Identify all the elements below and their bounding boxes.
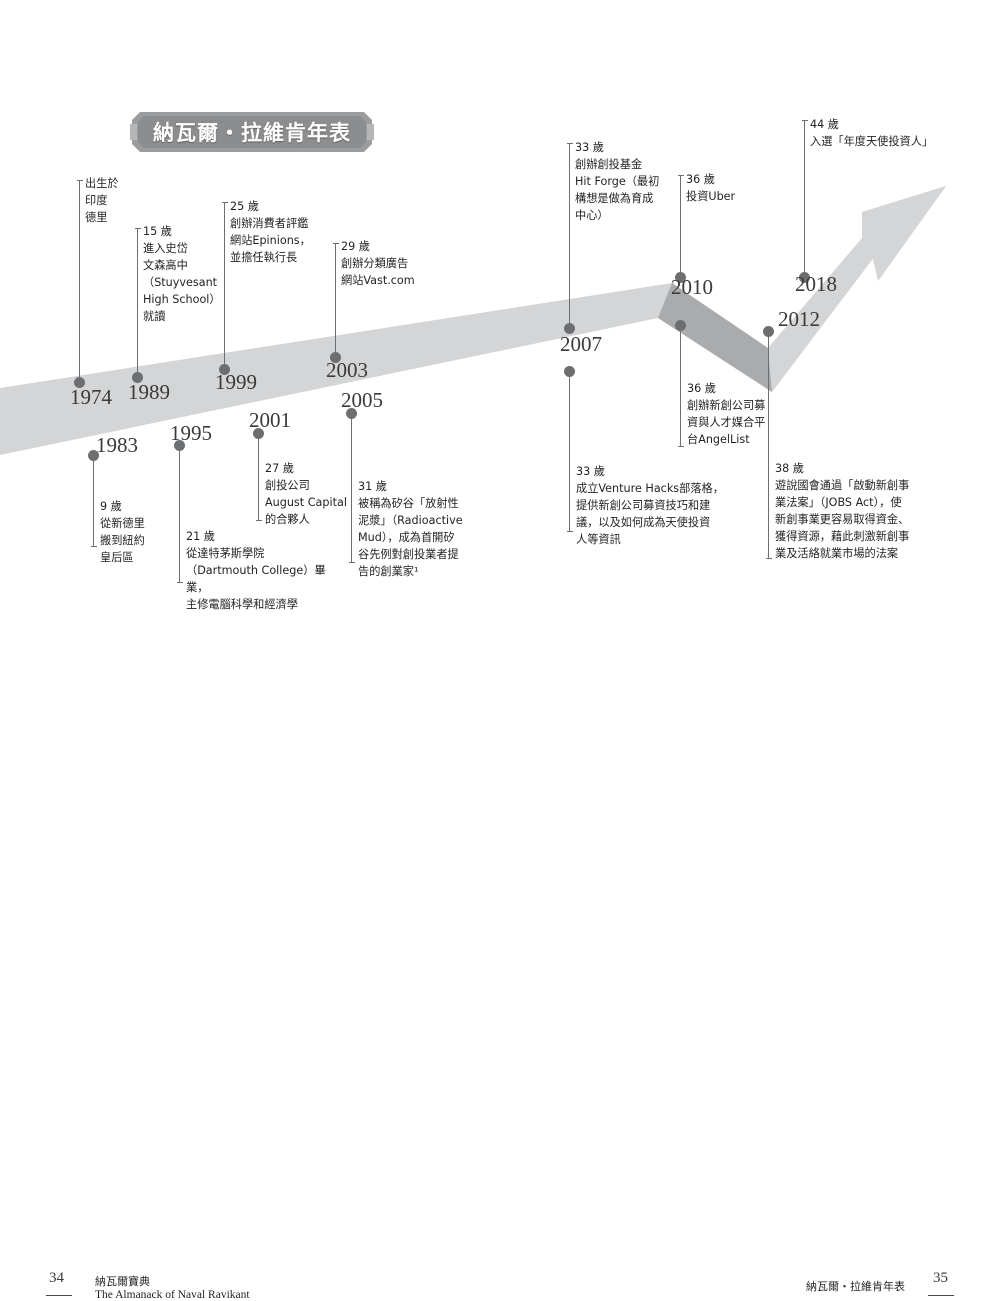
note-body: 創辦消費者評鑑 網站Epinions， 並擔任執行長: [230, 217, 311, 265]
timeline-note-2007-below: 33 歲 成立Venture Hacks部落格， 提供新創公司募資技巧和建 議，…: [576, 463, 736, 548]
note-age: 38 歲: [775, 462, 804, 475]
timeline-note-2010-below: 36 歲 創辦新創公司募 資與人才媒合平 台AngelList: [687, 380, 792, 448]
note-age: 15 歲: [143, 225, 172, 238]
timeline-dot-2001: [253, 428, 264, 439]
timeline-note-2010-above: 36 歲 投資Uber: [686, 171, 776, 205]
note-body: 入選「年度天使投資人」: [810, 135, 934, 149]
timeline-stem-2007-below: [565, 373, 575, 532]
timeline-dot-2003: [330, 352, 341, 363]
timeline-stem-2005: [347, 415, 357, 563]
timeline-stem-1983: [89, 457, 99, 548]
timeline-year-1974: 1974: [70, 385, 112, 409]
timeline-note-1983: 9 歲 從新德里 搬到紐約 皇后區: [100, 498, 190, 566]
timeline-note-2018: 44 歲 入選「年度天使投資人」: [810, 116, 950, 150]
timeline-dot-1989: [132, 372, 143, 383]
timeline-year-2018: 2018: [795, 272, 837, 296]
timeline-note-1989: 15 歲 進入史岱 文森高中 （Stuyvesant High School） …: [143, 223, 233, 325]
footer-right-title: 納瓦爾・拉維肯年表: [806, 1280, 905, 1293]
note-age: 36 歲: [687, 382, 716, 395]
timeline-note-2012: 38 歲 遊說國會通過「啟動新創事 業法案」（JOBS Act），使 新創事業更…: [775, 460, 940, 562]
timeline-stem-2003: [331, 243, 341, 354]
note-age: 33 歲: [575, 141, 604, 154]
timeline-note-2003: 29 歲 創辦分類廣告 網站Vast.com: [341, 238, 451, 289]
timeline-dot-2018: [799, 272, 810, 283]
footer-left-title: 納瓦爾寶典: [95, 1275, 150, 1288]
timeline-note-2005: 31 歲 被稱為矽谷「放射性 泥漿」（Radioactive Mud），成為首開…: [358, 478, 466, 580]
timeline-stem-1999: [220, 202, 230, 366]
note-age: 9 歲: [100, 500, 122, 513]
timeline-stem-2010-above: [676, 175, 686, 274]
note-age: 21 歲: [186, 530, 215, 543]
note-age: 36 歲: [686, 173, 715, 186]
timeline-year-1999: 1999: [215, 370, 257, 394]
timeline-dot-1999: [219, 364, 230, 375]
timeline-stem-2001: [254, 435, 264, 522]
footer-right-page-number: 35: [933, 1270, 948, 1286]
timeline-page: 納瓦爾・拉維肯年表 1974 出生於 印度 德里 1983 9 歲 從新德里 搬…: [0, 110, 1000, 1301]
timeline-year-1989: 1989: [128, 380, 170, 404]
timeline-stem-1989: [133, 228, 143, 373]
timeline-dot-2010-above: [675, 272, 686, 283]
timeline-stem-2012: [764, 333, 774, 559]
timeline-stem-2010-below: [676, 327, 686, 447]
timeline-stem-1995: [175, 447, 185, 583]
note-age: 27 歲: [265, 462, 294, 475]
note-body: 進入史岱 文森高中 （Stuyvesant High School） 就讀: [143, 242, 221, 324]
note-age: 31 歲: [358, 480, 387, 493]
timeline-dot-1974: [74, 377, 85, 388]
footer-left-rule: [46, 1295, 72, 1297]
timeline-note-2001: 27 歲 創投公司 August Capital 的合夥人: [265, 460, 365, 528]
note-body: 創投公司 August Capital 的合夥人: [265, 479, 347, 527]
timeline-year-2003: 2003: [326, 358, 368, 382]
note-body: 創辦新創公司募 資與人才媒合平 台AngelList: [687, 399, 766, 447]
page-title-banner: 納瓦爾・拉維肯年表: [130, 110, 374, 154]
page-footer: 34 納瓦爾寶典 The Almanack of Naval Ravikant …: [0, 630, 1000, 1301]
note-body: 出生於 印度 德里: [85, 177, 119, 225]
timeline-stem-2007-above: [565, 143, 575, 325]
note-body: 從達特茅斯學院 （Dartmouth College）畢業， 主修電腦科學和經濟…: [186, 547, 326, 612]
timeline-year-1983: 1983: [96, 433, 138, 457]
note-age: 25 歲: [230, 200, 259, 213]
timeline-stem-2018: [800, 120, 810, 274]
timeline-dot-2005: [346, 408, 357, 419]
note-age: 33 歲: [576, 465, 605, 478]
timeline-dot-2007-above: [564, 323, 575, 334]
note-body: 遊說國會通過「啟動新創事 業法案」（JOBS Act），使 新創事業更容易取得資…: [775, 479, 910, 561]
timeline-dot-2012: [763, 326, 774, 337]
timeline-year-2001: 2001: [249, 408, 291, 432]
note-body: 投資Uber: [686, 190, 736, 204]
footer-left-subtitle: The Almanack of Naval Ravikant: [95, 1289, 250, 1301]
note-body: 創辦分類廣告 網站Vast.com: [341, 257, 415, 288]
note-body: 被稱為矽谷「放射性 泥漿」（Radioactive Mud），成為首開矽 谷先例…: [358, 497, 463, 579]
note-body: 創辦創投基金 Hit Forge（最初 構想是做為育成 中心）: [575, 158, 660, 223]
timeline-year-2007: 2007: [560, 332, 602, 356]
timeline-note-1995: 21 歲 從達特茅斯學院 （Dartmouth College）畢業， 主修電腦…: [186, 528, 346, 613]
timeline-dot-2007-below: [564, 366, 575, 377]
note-age: 44 歲: [810, 118, 839, 131]
note-body: 從新德里 搬到紐約 皇后區: [100, 517, 145, 565]
timeline-arrow-ribbon: [0, 186, 946, 455]
timeline-dot-1995: [174, 440, 185, 451]
timeline-note-2007-above: 33 歲 創辦創投基金 Hit Forge（最初 構想是做為育成 中心）: [575, 139, 685, 224]
footer-left-page-number: 34: [49, 1270, 64, 1286]
note-age: 29 歲: [341, 240, 370, 253]
timeline-stem-1974: [75, 180, 85, 378]
timeline-note-1999: 25 歲 創辦消費者評鑑 網站Epinions， 並擔任執行長: [230, 198, 340, 266]
timeline-year-2005: 2005: [341, 388, 383, 412]
page-title-text: 納瓦爾・拉維肯年表: [153, 121, 351, 145]
footer-right-rule: [928, 1295, 954, 1297]
timeline-year-2012: 2012: [778, 307, 820, 331]
timeline-dot-2010-below: [675, 320, 686, 331]
timeline-note-1974: 出生於 印度 德里: [85, 175, 165, 226]
timeline-year-1995: 1995: [170, 421, 212, 445]
timeline-year-2010: 2010: [671, 275, 713, 299]
note-body: 成立Venture Hacks部落格， 提供新創公司募資技巧和建 議，以及如何成…: [576, 482, 724, 547]
timeline-dot-1983: [88, 450, 99, 461]
